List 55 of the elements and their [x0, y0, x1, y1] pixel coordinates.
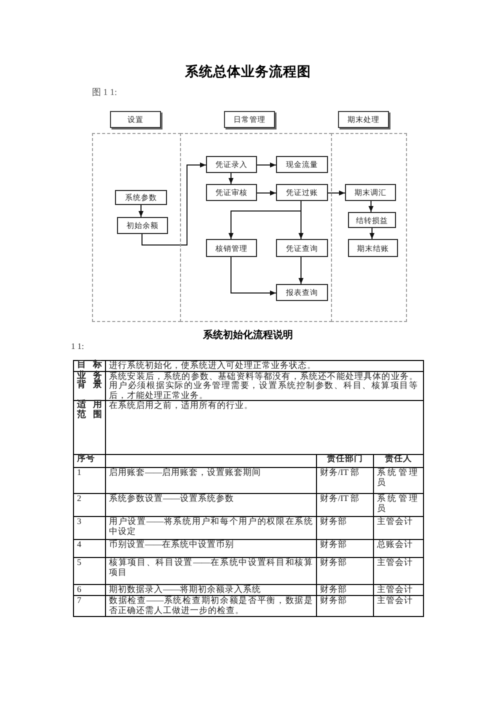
- section-heading: 系统初始化流程说明: [202, 330, 294, 341]
- step-number-cell: 2: [74, 494, 106, 517]
- arrow: [256, 190, 276, 196]
- arrow: [328, 190, 346, 196]
- column-header: 责任人: [374, 454, 424, 468]
- description-cell: 系统安装后，系统的参数、基础资料等都没有，系统还不能处理具体的业务。用户必须根据实际的业务管理需要，设置系统控制参数、科目、核算项目等后，才能处理正常业务。: [106, 371, 424, 401]
- department-cell: 财务部: [316, 540, 374, 558]
- row-label-cell: 业务背景: [74, 371, 106, 401]
- row-label-cell: 适用范围: [74, 400, 106, 455]
- step-cell: 系统参数设置——设置系统参数: [106, 494, 316, 517]
- step-cell: 数据检查——系统检查期初余额是否平衡，数据是否正确还需人工做进一步的检查。: [106, 595, 316, 616]
- arrow: [138, 204, 144, 218]
- figure-number: 图 1 1:: [92, 87, 118, 97]
- swimlane: [180, 133, 332, 322]
- swimlane: [92, 133, 181, 322]
- step-cell: 期初数据录入——将期初余额录入系统: [106, 584, 316, 596]
- column-header: 责任部门: [316, 454, 374, 468]
- arrow: [228, 172, 234, 184]
- owner-cell: 主管会计: [374, 558, 424, 585]
- step-number-cell: 4: [74, 540, 106, 558]
- column-header: 序号: [74, 454, 106, 468]
- department-cell: 财务部: [316, 558, 374, 585]
- owner-cell: 系统管理员: [374, 468, 424, 494]
- description-cell: 进行系统初始化，使系统进入可处理正常业务状态。: [106, 360, 424, 372]
- department-cell: 财务部: [316, 584, 374, 596]
- row-label-cell: 目标: [74, 360, 106, 372]
- owner-cell: 总账会计: [374, 540, 424, 558]
- owner-cell: 系统管理员: [374, 494, 424, 517]
- step-number-cell: 1: [74, 468, 106, 494]
- step-cell: 币别设置——在系统中设置币别: [106, 540, 316, 558]
- step-cell: 用户设置——将系统用户和每个用户的权限在系统中设定: [106, 516, 316, 540]
- step-number-cell: 6: [74, 584, 106, 596]
- department-cell: 财务部: [316, 516, 374, 540]
- step-cell: 启用账套——启用账套，设置账套期间: [106, 468, 316, 494]
- department-cell: 财务部: [316, 595, 374, 616]
- department-cell: 财务/IT 部: [316, 468, 374, 494]
- description-cell: 在系统启用之前，适用所有的行业。: [106, 400, 424, 455]
- swimlane: [331, 133, 407, 322]
- step-number-cell: 3: [74, 516, 106, 540]
- arrow: [230, 256, 276, 296]
- arrow: [256, 162, 276, 168]
- arrow: [368, 200, 374, 212]
- table-number: 1 1:: [71, 341, 84, 351]
- page-title: 系统总体业务流程图: [184, 65, 312, 80]
- step-number-cell: 5: [74, 558, 106, 585]
- owner-cell: 主管会计: [374, 584, 424, 596]
- arrow: [142, 162, 206, 246]
- arrow: [298, 256, 304, 284]
- step-cell: 核算项目、科目设置——在系统中设置科目和核算项目: [106, 558, 316, 585]
- step-number-cell: 7: [74, 595, 106, 616]
- department-cell: 财务/IT 部: [316, 494, 374, 517]
- owner-cell: 主管会计: [374, 516, 424, 540]
- arrow: [298, 200, 304, 240]
- arrow: [370, 228, 374, 240]
- owner-cell: 主管会计: [374, 595, 424, 616]
